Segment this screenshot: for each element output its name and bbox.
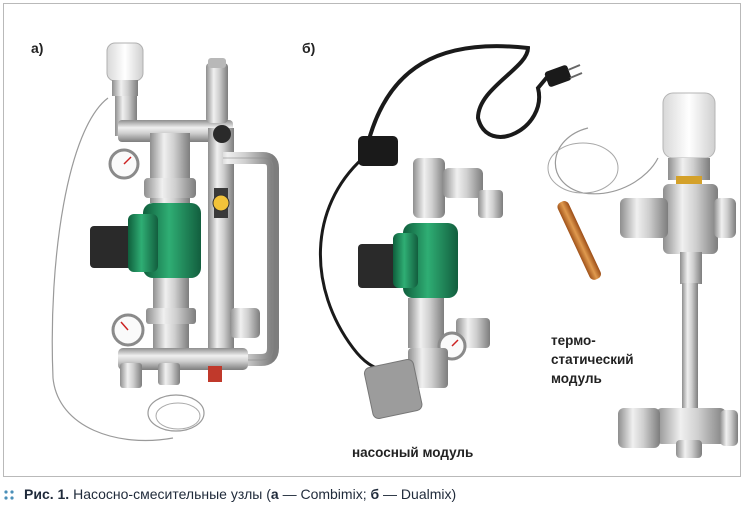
caption-b-letter: б — [370, 486, 380, 502]
pump-module — [319, 44, 583, 419]
caption-b-text: — Dualmix) — [379, 486, 457, 502]
caption-a-text: — Combimix; — [278, 486, 371, 502]
thermo-label-line-3: модуль — [551, 371, 602, 386]
combimix-unit — [51, 42, 279, 442]
figure-photo — [51, 42, 738, 458]
label-a: а) — [31, 40, 44, 56]
figure-caption: Рис. 1. Насосно-смесительные узлы (а — C… — [4, 486, 456, 502]
caption-a-letter: а — [270, 486, 279, 502]
thermostatic-module — [547, 92, 738, 458]
thermo-label-line-1: термо- — [551, 333, 596, 348]
thermo-label-line-2: статический — [551, 352, 634, 367]
thermo-module-label: термо- статический модуль — [551, 331, 634, 388]
caption-text-1: Насосно-смесительные узлы ( — [69, 486, 271, 502]
label-b: б) — [302, 40, 316, 56]
caption-fig-number: Рис. 1. — [24, 486, 70, 502]
caption-bullet-icon — [4, 490, 14, 500]
pump-module-label: насосный модуль — [352, 445, 474, 460]
figure-frame: а) б) насосный модуль термо- статический… — [3, 3, 741, 477]
